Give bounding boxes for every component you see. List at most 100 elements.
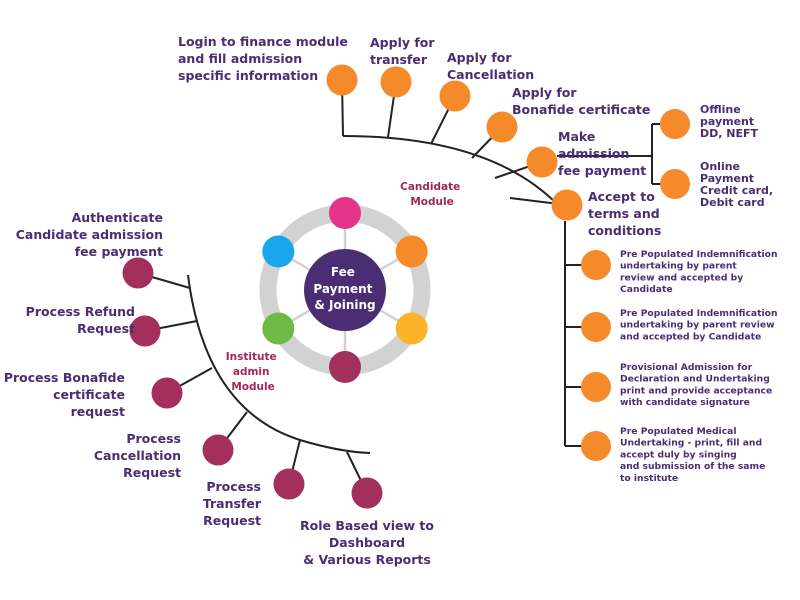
label-line: admission xyxy=(558,146,629,161)
role-based-view-node xyxy=(351,477,383,509)
label-line: to institute xyxy=(620,473,678,484)
label-line: certificate xyxy=(53,387,125,402)
login-finance-node xyxy=(326,64,358,96)
pink-satellite xyxy=(329,197,361,229)
label-line: Candidate admission xyxy=(16,227,163,242)
label-line: terms and xyxy=(588,206,660,221)
candidate-arc xyxy=(342,135,559,206)
module-title-line: Module xyxy=(231,381,274,393)
apply-transfer-node xyxy=(380,66,412,98)
label-line: with candidate signature xyxy=(620,397,750,408)
label-line: Request xyxy=(77,321,135,336)
label-line: Provisional Admission for xyxy=(620,362,753,373)
label-line: Transfer xyxy=(203,496,262,511)
institute-module-title: Institute admin Module xyxy=(226,351,281,393)
label-line: request xyxy=(71,404,125,419)
label-line: Declaration and Undertaking xyxy=(620,374,770,385)
label-line: Role Based view to xyxy=(300,518,434,533)
label-line: Pre Populated Medical xyxy=(620,426,737,437)
hub-label-line: & Joining xyxy=(314,298,375,312)
label-line: Dashboard xyxy=(329,535,405,550)
hub: Fee Payment & Joining xyxy=(259,204,431,376)
label-line: accept duly by singing xyxy=(620,449,737,460)
offline-payment-node xyxy=(660,109,690,139)
label-line: DD, NEFT xyxy=(700,127,759,140)
label-line: conditions xyxy=(588,223,661,238)
label-line: & Various Reports xyxy=(303,552,431,567)
label-line: transfer xyxy=(370,52,428,67)
diagram-nodes xyxy=(122,64,690,509)
green-satellite xyxy=(262,312,295,345)
label-line: Payment xyxy=(700,172,754,185)
label-line: Pre Populated Indemnification xyxy=(620,308,777,319)
label-line: Apply for xyxy=(370,35,435,50)
label-line: Cancellation xyxy=(447,67,534,82)
label-line: Debit card xyxy=(700,196,765,209)
label-line: Process xyxy=(126,431,181,446)
institute-item-label: Process Bonafide certificate request xyxy=(4,370,125,419)
label-line: Apply for xyxy=(512,85,577,100)
candidate-module-title: Candidate Module xyxy=(400,181,464,208)
label-line: and accepted by Candidate xyxy=(620,331,761,342)
online-payment-node xyxy=(660,169,690,199)
label-line: Request xyxy=(203,513,261,528)
label-line: Process Refund xyxy=(26,304,135,319)
label-line: review and accepted by xyxy=(620,272,743,283)
process-cancellation-node xyxy=(202,434,234,466)
label-line: fee payment xyxy=(75,244,163,259)
label-line: Apply for xyxy=(447,50,512,65)
terms-item-node xyxy=(581,372,611,402)
process-bonafide-node xyxy=(151,377,183,409)
label-line: undertaking by parent xyxy=(620,261,737,272)
label-line: Login to finance module xyxy=(178,34,348,49)
label-line: undertaking by parent review xyxy=(620,320,775,331)
orange-satellite xyxy=(395,235,428,268)
candidate-item-label: Accept to terms and conditions xyxy=(588,189,661,238)
label-line: Cancellation xyxy=(94,448,181,463)
label-line: fee payment xyxy=(558,163,646,178)
apply-bonafide-node xyxy=(486,111,518,143)
label-line: specific information xyxy=(178,68,318,83)
label-line: Process Bonafide xyxy=(4,370,125,385)
label-line: Process xyxy=(206,479,261,494)
accept-terms-node xyxy=(551,189,583,221)
label-line: Online xyxy=(700,160,740,173)
candidate-item-label: Apply for transfer xyxy=(370,35,435,67)
hub-label-line: Fee xyxy=(331,265,355,279)
authenticate-payment-node xyxy=(122,257,154,289)
terms-item-node xyxy=(581,312,611,342)
apply-cancellation-node xyxy=(439,80,471,112)
label-line: payment xyxy=(700,115,754,128)
hub-center-circle xyxy=(304,249,386,331)
label-line: Authenticate xyxy=(72,210,163,225)
terms-item-node xyxy=(581,431,611,461)
blue-satellite xyxy=(262,235,295,268)
yellow-satellite xyxy=(395,312,428,345)
label-line: Bonafide certificate xyxy=(512,102,650,117)
candidate-item-label: Make admission fee payment xyxy=(558,129,646,178)
label-line: Request xyxy=(123,465,181,480)
label-line: and submission of the same xyxy=(620,461,765,472)
label-line: Accept to xyxy=(588,189,655,204)
label-line: Make xyxy=(558,129,595,144)
label-line: print and provide acceptance xyxy=(620,385,772,396)
process-transfer-node xyxy=(273,468,305,500)
label-line: Credit card, xyxy=(700,184,773,197)
process-refund-node xyxy=(129,315,161,347)
institute-arc xyxy=(187,274,371,454)
